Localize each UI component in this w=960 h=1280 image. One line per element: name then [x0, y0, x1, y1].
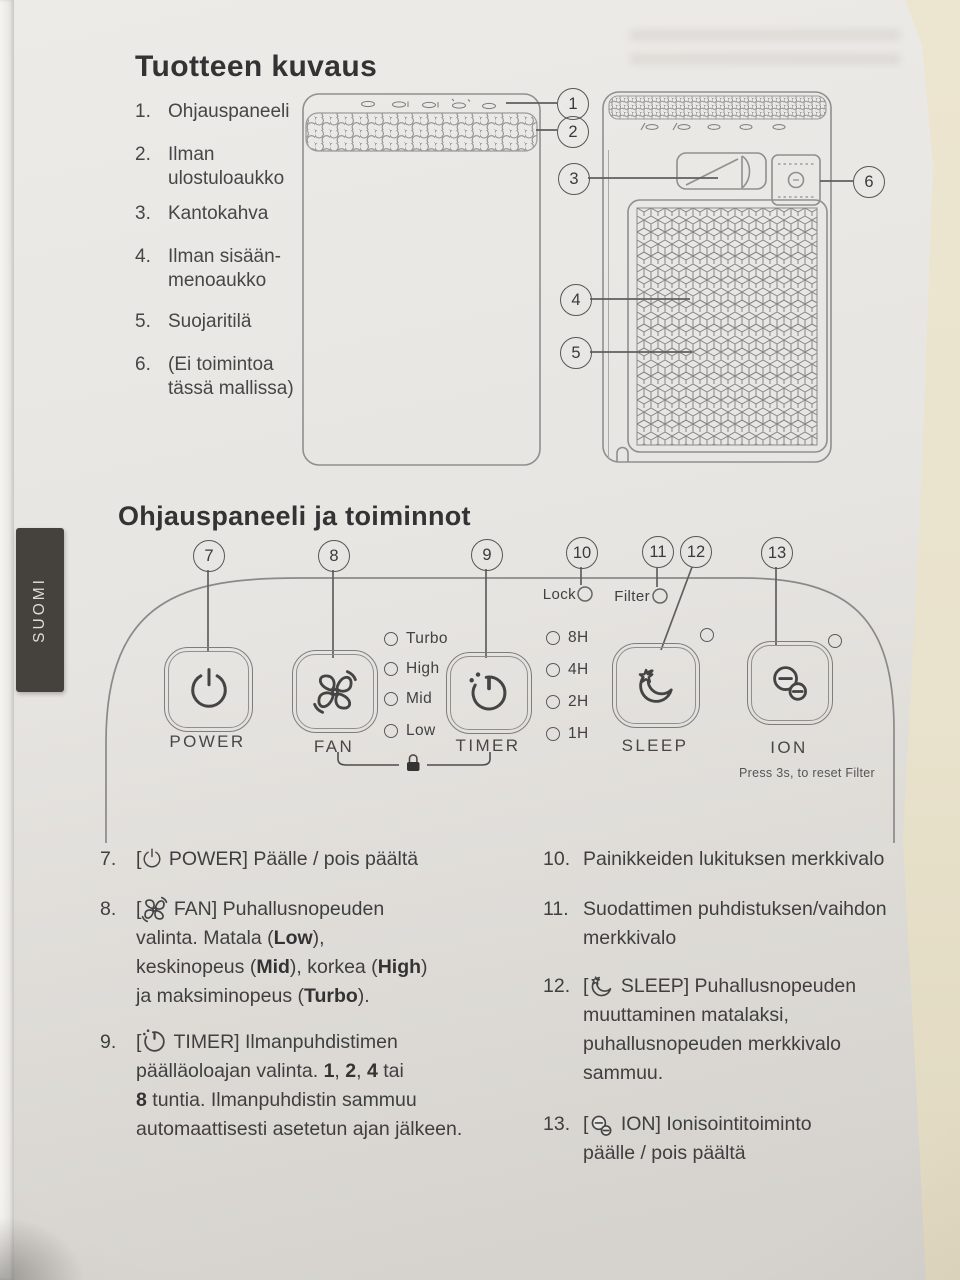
- callout-6: 6: [853, 166, 885, 198]
- page-title: Tuotteen kuvaus: [135, 50, 378, 83]
- callout-9: 9: [471, 539, 503, 571]
- lock-indicator-label: Lock: [542, 586, 576, 603]
- sleep-button-label: SLEEP: [621, 736, 689, 755]
- timer-option-2h: 2H: [546, 693, 589, 711]
- timer-button: [446, 652, 532, 734]
- callout-7: 7: [193, 540, 225, 572]
- description-item-9: 9. [ TIMER] Ilmanpuhdistimen päälläoloaj…: [100, 1028, 510, 1144]
- callout-4: 4: [560, 284, 592, 316]
- ion-led-circle: [828, 634, 842, 648]
- led-circle: [546, 663, 560, 677]
- description-item-12: 12. [ SLEEP] Puhallusnopeuden muuttamine…: [543, 973, 857, 1084]
- bleed-through-smudge: [630, 30, 900, 72]
- control-panel-outline: [105, 577, 895, 843]
- led-circle: [546, 695, 560, 709]
- ion-button-label: ION: [770, 738, 808, 757]
- timer-button-label: TIMER: [455, 736, 521, 755]
- sleep-icon: [588, 973, 615, 1000]
- parts-list-item: 5.Suojaritilä: [135, 311, 252, 332]
- timer-option-8h: 8H: [546, 629, 589, 647]
- parts-list-item: 2.Ilman ulostuloaukko: [135, 144, 285, 189]
- callout-10: 10: [566, 537, 598, 569]
- callout-13: 13: [761, 537, 793, 569]
- timer-option-4h: 4H: [546, 661, 589, 679]
- ion-button: [747, 641, 833, 725]
- device-front-view: [302, 93, 541, 466]
- callout-2: 2: [557, 116, 589, 148]
- power-icon: [141, 848, 163, 870]
- underlying-page-edge: [0, 0, 14, 1280]
- description-item-11: 11. Suodattimen puhdistuksen/vaihdon mer…: [543, 898, 887, 949]
- callout-leader-lines-top: [506, 102, 853, 353]
- led-circle: [546, 727, 560, 741]
- filter-indicator-label: Filter: [614, 588, 650, 605]
- description-item-7: 7. [ POWER] Päälle / pois päältä: [100, 848, 419, 870]
- carry-handle: [676, 152, 767, 190]
- ion-icon: [588, 1112, 615, 1139]
- power-button-label: POWER: [169, 732, 246, 751]
- callout-5: 5: [560, 337, 592, 369]
- sleep-button: [612, 643, 700, 728]
- fan-mode-low: Low: [384, 722, 436, 740]
- led-circle: [384, 692, 398, 706]
- fan-timer-lock-bracket: [337, 752, 491, 771]
- fan-icon: [312, 669, 358, 715]
- panel-section-title: Ohjauspaneeli ja toiminnot: [118, 501, 471, 531]
- parts-list-item: 4.Ilman sisään- menoaukko: [135, 246, 281, 291]
- fan-mode-high: High: [384, 660, 439, 678]
- reset-filter-note: Press 3s, to reset Filter: [738, 766, 875, 780]
- fan-icon: [141, 896, 168, 923]
- ion-icon: [767, 660, 813, 706]
- parts-list-item: 1.Ohjauspaneeli: [135, 101, 290, 122]
- device-back-view: [602, 91, 832, 463]
- callout-8: 8: [318, 540, 350, 572]
- timer-icon: [466, 670, 512, 716]
- sleep-icon: [633, 663, 679, 709]
- language-tab-suomi: SUOMI: [16, 528, 64, 692]
- power-button: [164, 647, 253, 732]
- led-circle: [546, 631, 560, 645]
- no-function-part: [771, 154, 821, 206]
- timer-icon: [141, 1028, 168, 1055]
- description-item-8: 8. [ FAN] Puhallusnopeuden valinta. Mata…: [100, 896, 428, 1007]
- led-circle: [384, 662, 398, 676]
- led-circle: [384, 724, 398, 738]
- callout-11: 11: [642, 536, 674, 568]
- fan-button: [292, 650, 378, 733]
- fan-mode-turbo: Turbo: [384, 630, 448, 648]
- parts-list-item: 3.Kantokahva: [135, 203, 269, 224]
- led-circle: [384, 632, 398, 646]
- fan-button-label: FAN: [313, 737, 355, 756]
- filter-grille: [627, 199, 828, 453]
- fan-mode-mid: Mid: [384, 690, 432, 708]
- description-item-10: 10. Painikkeiden lukituksen merkkivalo: [543, 848, 885, 870]
- callout-12: 12: [680, 536, 712, 568]
- power-icon: [186, 667, 232, 713]
- sleep-led-circle: [700, 628, 714, 642]
- padlock-icon: [407, 754, 420, 771]
- callout-3: 3: [558, 163, 590, 195]
- parts-list-item: 6.(Ei toimintoa tässä mallissa): [135, 354, 294, 399]
- callout-leader-lines-panel: [207, 566, 777, 658]
- description-item-13: 13. [ ION] Ionisointitoiminto päälle / p…: [543, 1112, 812, 1164]
- timer-option-1h: 1H: [546, 725, 589, 743]
